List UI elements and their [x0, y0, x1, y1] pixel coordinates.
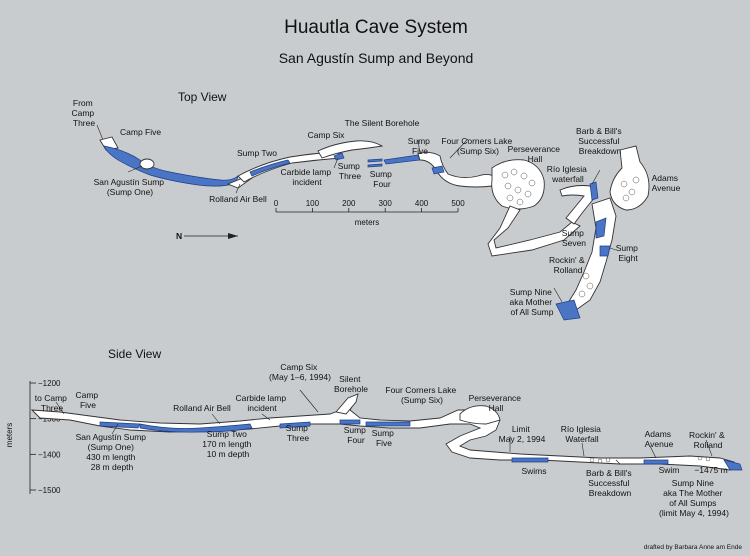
top-four-corners-lake: [431, 165, 445, 175]
label-perseverance: Perseverance Hall: [508, 144, 563, 164]
side-profile: [30, 389, 743, 471]
side-label-depth-1475: −1475 m: [694, 465, 727, 475]
side-san-agustin-water: [139, 423, 253, 433]
label-camp-six: Camp Six: [308, 130, 346, 140]
side-label-to-camp-three: to Camp Three: [35, 393, 70, 413]
side-label-swims: Swims: [521, 466, 546, 476]
top-breakdown-rocks: [501, 168, 536, 206]
side-swims-water: [511, 457, 549, 463]
top-scale-bar: 0 100 200 300 400 500: [274, 199, 465, 213]
top-rio-iglesia: [559, 185, 597, 225]
scale-tick-label: 100: [306, 199, 320, 208]
top-sump-nine-water: [555, 299, 581, 321]
depth-tick-label: −1300: [38, 415, 61, 424]
label-sump-two: Sump Two: [237, 148, 277, 158]
side-label-limit: Limit May 2, 1994: [499, 424, 546, 444]
top-rockin-rolland-rocks: [578, 272, 594, 298]
label-adams-avenue: Adams Avenue: [652, 173, 681, 193]
top-waterfall-water: [589, 181, 599, 201]
top-adams-avenue: [609, 145, 650, 211]
side-label-four-corners: Four Corners Lake (Sump Six): [385, 385, 458, 405]
top-sump-seven-water: [595, 217, 607, 239]
side-sump-two-water: [279, 421, 311, 429]
label-rolland-air-bell: Rolland Air Bell: [209, 194, 267, 204]
top-sump-eight-water: [599, 245, 611, 257]
side-label-camp-five: Camp Five: [75, 390, 100, 410]
label-barb-bill: Barb & Bill's Successful Breakdown: [576, 126, 624, 156]
map-title: Huautla Cave System: [284, 17, 468, 38]
side-label-sump-four: Sump Four: [344, 425, 369, 445]
side-label-rolland-air-bell: Rolland Air Bell: [173, 403, 231, 413]
scale-tick-label: 300: [379, 199, 393, 208]
top-silent-borehole: [317, 140, 384, 159]
side-label-perseverance: Perseverance Hall: [469, 393, 524, 413]
top-perseverance-hall: [491, 159, 545, 210]
top-entry-leader: [96, 124, 104, 141]
depth-tick-label: −1400: [38, 450, 61, 459]
top-view-plan: [96, 124, 650, 321]
side-label-rockin-rolland: Rockin' & Rolland: [689, 430, 727, 450]
label-sump-five: Sump Five: [408, 136, 433, 156]
label-sump-eight: Sump Eight: [616, 243, 641, 263]
label-camp-five: Camp Five: [120, 127, 161, 137]
side-label-adams: Adams Avenue: [645, 429, 674, 449]
side-label-barb-bill: Barb & Bill's Successful Breakdown: [586, 468, 634, 498]
label-sump-nine: Sump Nine aka Mother of All Sump: [510, 287, 555, 317]
depth-axis-label: meters: [5, 423, 14, 447]
label-rio-iglesia: Río Iglesia waterfall: [547, 164, 590, 184]
scale-tick-label: 400: [415, 199, 429, 208]
side-silent-borehole: [335, 393, 359, 415]
side-swim-water: [643, 459, 669, 465]
map-subtitle: San Agustín Sump and Beyond: [279, 50, 474, 66]
side-label-sump-three: Sump Three: [286, 423, 311, 443]
scale-tick-label: 500: [451, 199, 465, 208]
scale-tick-label: 0: [274, 199, 279, 208]
north-label: N: [176, 231, 182, 241]
label-from-camp-three: From Camp Three: [71, 98, 96, 128]
side-label-sump-nine: Sump Nine aka The Mother of All Sumps (l…: [659, 478, 729, 518]
side-breakdown-rocks: [589, 455, 711, 464]
label-sump-four: Sump Four: [370, 169, 395, 189]
side-label-sump-two: Sump Two 170 m length 10 m depth: [202, 429, 254, 459]
label-san-agustin: San Agustín Sump (Sump One): [94, 177, 167, 197]
label-rockin-rolland: Rockin' & Rolland: [549, 255, 587, 275]
label-sump-seven: Sump Seven: [562, 228, 587, 248]
side-label-carbide-lamp: Carbide lamp incident: [236, 393, 289, 413]
north-arrow: N: [176, 231, 238, 241]
scale-tick-label: 200: [342, 199, 356, 208]
side-label-silent-borehole: Silent Borehole: [334, 374, 368, 394]
scale-bar-unit: meters: [355, 218, 379, 227]
top-sump-three-water: [333, 152, 345, 161]
label-four-corners: Four Corners Lake (Sump Six): [441, 136, 514, 156]
side-label-camp-six: Camp Six (May 1–6, 1994): [269, 362, 331, 382]
label-sump-three: Sump Three: [338, 161, 363, 181]
label-silent-borehole: The Silent Borehole: [345, 118, 420, 128]
side-perseverance-hall: [459, 405, 501, 425]
side-label-sump-five: Sump Five: [372, 428, 397, 448]
depth-tick-label: −1200: [38, 379, 61, 388]
side-label-san-agustin: San Agustín Sump (Sump One) 430 m length…: [76, 432, 149, 472]
side-label-swim: Swim: [659, 465, 680, 475]
side-sump-nine-water: [723, 459, 743, 471]
credit-text: drafted by Barbara Anne am Ende: [644, 544, 743, 551]
side-depth-axis: −1200 −1300 −1400 −1500: [29, 379, 61, 495]
top-sump-two-water: [249, 159, 291, 177]
north-arrow-head: [228, 233, 238, 239]
depth-tick-label: −1500: [38, 486, 61, 495]
side-sump-three-water: [339, 419, 361, 425]
side-sump-one-water: [99, 421, 141, 429]
top-sump-one-loop: [139, 158, 155, 170]
top-sump-four-water: [367, 158, 383, 168]
side-sump-four-five-water: [365, 421, 411, 427]
top-view-heading: Top View: [178, 90, 227, 104]
side-view-heading: Side View: [108, 347, 161, 361]
label-carbide-lamp: Carbide lamp incident: [281, 167, 334, 187]
side-label-rio-iglesia: Río Iglesia Waterfall: [561, 424, 604, 444]
top-barb-bill-rocks: [620, 176, 640, 202]
